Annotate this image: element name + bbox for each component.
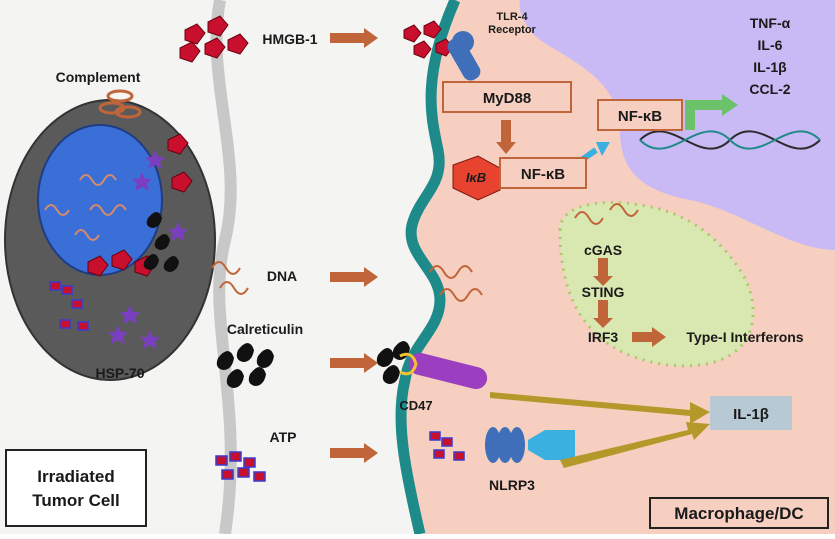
cgas-label: cGAS [584,242,622,258]
tlr4-label-2: Receptor [488,24,536,36]
arrow-cgas [598,258,608,276]
cd47-label: CD47 [399,398,432,413]
arrow-irf3 [632,332,652,342]
atp-icons [215,451,266,482]
nfkb-nuc-label: NF-κB [618,108,662,125]
nfkb-cyto-label: NF-κB [521,166,565,183]
endoplasmic-reticulum [558,200,755,368]
arrow-calreticulin [330,358,364,368]
il1b-arrows [490,392,710,468]
il1b-box [710,396,792,430]
macrophage-membrane [395,0,461,536]
complement-label: Complement [56,69,141,85]
myd88-label: MyD88 [483,90,531,107]
arrow-sting [598,300,608,318]
myd88-box [442,81,572,113]
hmgb1-label: HMGB-1 [262,31,317,47]
il1b-cyt-label: IL-1β [753,59,787,75]
sting-label: STING [582,284,625,300]
tumor-dna-icons [44,174,127,241]
tumor-label-box [5,449,147,527]
tumor-box-label-1: Irradiated [37,467,114,486]
nfkb-nuc-box [597,99,683,131]
complement-icon [98,89,142,119]
nlrp3-icon [485,427,575,463]
arrow-myd88 [501,120,511,142]
macrophage-label-box [649,497,829,529]
tlr4-receptor-icon [447,31,481,81]
calreticulin-icons [216,343,274,388]
irf3-label: IRF3 [588,329,619,345]
arrow-atp [330,448,364,458]
nfkb-cyto-box [499,157,587,189]
tnf-label: TNF-α [750,15,791,31]
nlrp3-label: NLRP3 [489,477,535,493]
calreticulin-label: Calreticulin [227,321,303,337]
tlr4-label-1: TLR-4 [496,11,528,23]
arrows [330,28,666,463]
il6-label: IL-6 [758,37,783,53]
atp-label: ATP [270,429,297,445]
transcription-arrow [685,100,725,130]
nuclear-dna-icon [639,130,821,150]
type1-ifn-label: Type-I Interferons [686,329,803,345]
arrow-hmgb1 [330,33,364,43]
atp-bound-icons [429,431,465,461]
dna-icons [211,203,639,302]
ccl2-label: CCL-2 [749,81,790,97]
cd47-receptor-icon [399,352,488,390]
tumor-nucleus [37,124,163,276]
tumor-membrane [210,0,237,535]
dna-label: DNA [267,268,297,284]
ikb-label: IκB [466,170,486,185]
hsp70-icons [108,150,188,349]
hmgb1-bound-icons [403,20,454,59]
hsp70-label: HSP-70 [95,365,144,381]
tumor-box-label-2: Tumor Cell [32,491,120,510]
il1b-box-label: IL-1β [733,406,769,423]
ikb-shape [452,155,501,201]
macrophage-box-label: Macrophage/DC [674,504,803,523]
calreticulin-inside-icons [143,212,179,272]
arrow-dna [330,272,364,282]
hmgb1-icons [179,15,249,63]
atp-inside-icons [49,281,89,331]
